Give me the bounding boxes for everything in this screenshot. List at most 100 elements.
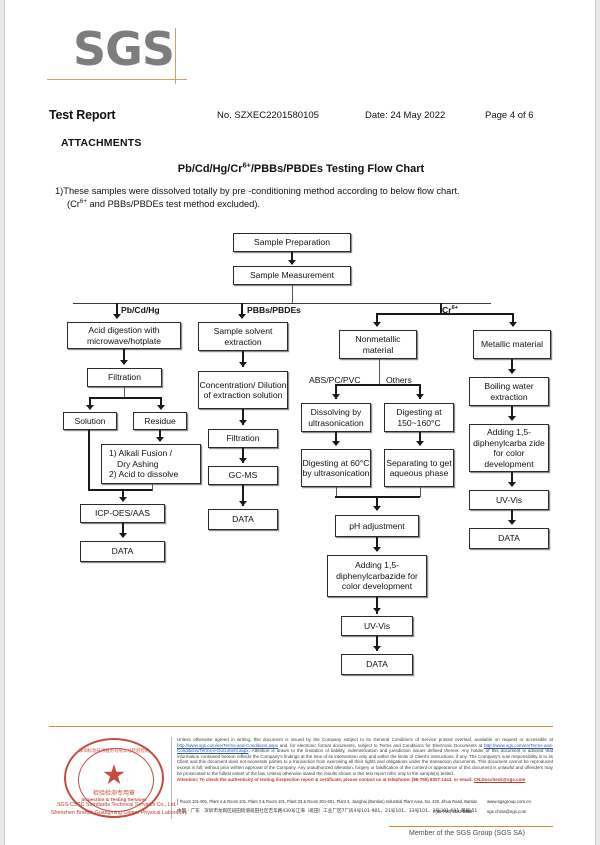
note-line-2-sup: 6+ <box>79 197 87 205</box>
logo-vertical-rule <box>175 28 176 84</box>
flow-chart-title: Pb/Cd/Hg/Cr6+/PBBs/PBDEs Testing Flow Ch… <box>5 160 597 175</box>
node-data-left: DATA <box>80 541 165 562</box>
connector <box>511 472 513 486</box>
connector <box>159 430 161 441</box>
arrow-icon <box>332 394 340 399</box>
node-alkali-line-3: 2) Acid to dissolve <box>109 469 179 480</box>
logo-horizontal-rule <box>47 79 187 80</box>
connector <box>242 351 244 367</box>
stamp-company-line-2: Shenzhen Branch Guangming Center Physica… <box>51 810 188 816</box>
connector <box>116 303 118 318</box>
connector <box>511 510 513 524</box>
footer-divider <box>49 726 553 727</box>
node-sample-measurement: Sample Measurement <box>233 266 351 285</box>
arrow-icon <box>239 420 247 425</box>
doccheck-email-link[interactable]: CN.Doccheck@sgs.com <box>473 777 526 783</box>
arrow-icon <box>113 314 121 319</box>
arrow-icon <box>508 482 516 487</box>
node-data-right: DATA <box>469 528 549 549</box>
connector <box>89 397 161 399</box>
arrow-icon <box>373 506 381 511</box>
arrow-icon <box>239 458 247 463</box>
connector <box>511 406 513 420</box>
connector <box>419 432 421 445</box>
flow-chart-title-b: /PBBs/PBDEs Testing Flow Chart <box>250 163 425 175</box>
arrow-icon <box>120 360 128 365</box>
legal-text-1: Unless otherwise agreed in writing, this… <box>177 737 553 742</box>
node-adding-dpc-mid: Adding 1,5-diphenylcarbazide for color d… <box>327 555 427 597</box>
node-concentration-dilution: Concentration/ Dilution of extraction so… <box>198 371 288 409</box>
arrow-icon <box>373 646 381 651</box>
member-notice: Member of the SGS Group (SGS SA) <box>409 830 525 837</box>
stamp-company-line-1: SGS-CSTC Standards Technical Services Co… <box>57 802 177 808</box>
arrow-icon <box>508 369 516 374</box>
node-adding-dpc-right: Adding 1,5-diphenylcarba zide for color … <box>469 424 549 472</box>
node-nonmetallic-material: Nonmetallic material <box>339 330 417 359</box>
legal-text-2: and, for electronic format documents, su… <box>278 742 484 748</box>
arrow-icon <box>332 441 340 446</box>
address-english: Room 101-901, Plant 4 & Room 101, Plant … <box>177 799 477 805</box>
report-number: No. SZXEC2201580105 <box>217 110 319 121</box>
note-line-2a: (Cr <box>67 199 80 209</box>
connector <box>376 313 378 326</box>
note-line-2b: and PBBs/PBDEs test method excluded). <box>86 199 261 209</box>
node-digesting-150: Digesting at 150~160°C <box>384 403 454 432</box>
connector <box>124 387 125 398</box>
website-url: www.sgsgroup.com.cn <box>487 799 531 804</box>
connector <box>123 349 125 364</box>
connector <box>335 384 337 399</box>
arrow-icon <box>416 394 424 399</box>
arrow-icon <box>119 497 127 502</box>
connector <box>122 523 124 537</box>
node-acid-digestion: Acid digestion with microwave/hotplate <box>67 322 181 349</box>
page-title: Test Report <box>49 108 116 122</box>
node-alkali-line-2: Dry Ashing <box>117 458 159 469</box>
node-separating-aqueous: Separating to get aqueous phase <box>384 449 454 487</box>
connector <box>88 430 90 490</box>
testing-flow-chart: Sample Preparation Sample Measurement Pb… <box>5 0 597 845</box>
flow-chart-title-sup: 6+ <box>242 160 251 170</box>
arrow-icon <box>119 533 127 538</box>
node-gc-ms: GC-MS <box>208 466 278 485</box>
node-dissolving-ultrasonication: Dissolving by ultrasonication <box>301 403 371 432</box>
connector <box>242 409 244 425</box>
node-alkali-line-1: 1) Alkali Fusion / <box>109 448 173 459</box>
node-uv-vis-mid: UV-Vis <box>341 616 413 636</box>
arrow-icon <box>86 405 94 410</box>
attention-notice: Attention: To check the authenticity of … <box>177 777 553 783</box>
arrow-icon <box>416 441 424 446</box>
address-chinese: 中国 · 广东 · 深圳市龙岗区班田街道班田社区吉华路430号江海（班田）工业厂… <box>177 809 477 814</box>
node-icp-oes-aas: ICP-OES/AAS <box>80 504 165 523</box>
sgs-logo-text: SGS <box>73 22 175 76</box>
arrow-icon <box>373 322 381 327</box>
node-metallic-material: Metallic material <box>473 330 551 359</box>
connector <box>376 636 378 651</box>
connector <box>511 359 513 373</box>
connector <box>242 485 244 506</box>
branch-label-cr6: Cr6+ <box>442 305 459 315</box>
connector <box>160 397 162 408</box>
node-alkali-fusion: 1) Alkali Fusion / Dry Ashing 2) Acid to… <box>101 444 201 484</box>
arrow-icon <box>157 405 165 410</box>
inspection-seal: 深圳标准技术服务有限公司检验检测 检验检测专用章 Inspection & Te… <box>64 738 164 818</box>
connector <box>122 489 124 500</box>
arrow-icon <box>239 501 247 506</box>
connector <box>378 359 380 385</box>
note-line-1: 1)These samples were dissolved totally b… <box>55 186 460 196</box>
terms-and-conditions-link[interactable]: http://www.sgs.com/en/Terms-and-Conditio… <box>177 742 279 748</box>
connector <box>376 537 378 551</box>
sgs-logo: SGS <box>47 22 187 88</box>
attention-text: Attention: To check the authenticity of … <box>177 777 474 783</box>
node-solution: Solution <box>63 412 117 430</box>
terms-e-document-link[interactable]: http://www.sgs.com/en/Terms-and-Conditio… <box>177 742 553 754</box>
seal-inner-ring <box>78 748 154 812</box>
note-paragraph: 1)These samples were dissolved totally b… <box>55 185 575 211</box>
document-page: SGS Test Report No. SZXEC2201580105 Date… <box>4 0 596 845</box>
connector-bus <box>73 303 491 304</box>
connector <box>89 397 91 408</box>
node-boiling-water-extraction: Boiling water extraction <box>469 377 549 406</box>
node-filtration-mid: Filtration <box>208 429 278 448</box>
connector <box>335 432 337 445</box>
connector <box>151 484 153 491</box>
arrow-icon <box>238 314 246 319</box>
